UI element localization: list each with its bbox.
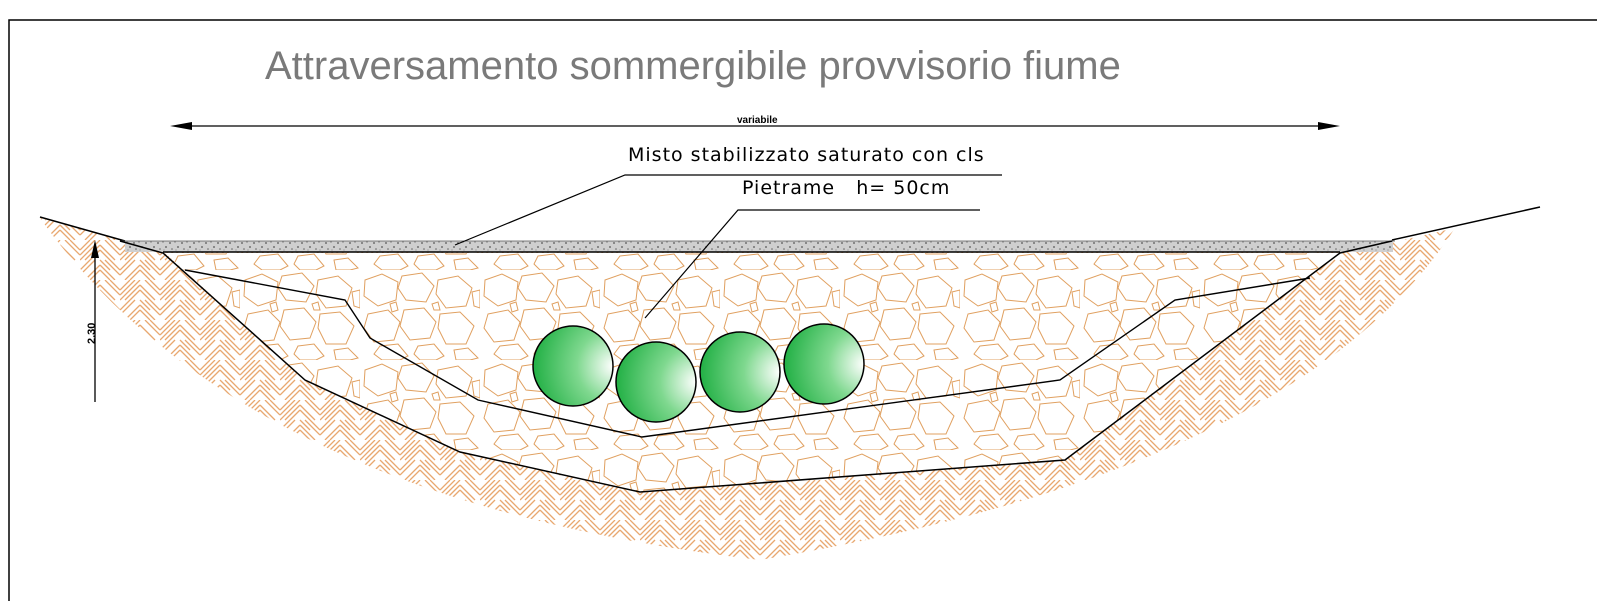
pipe-2 <box>615 341 697 423</box>
excavation-outer-line <box>119 240 1393 493</box>
stone-layer-callout: Pietrame h= 50cm <box>644 177 980 319</box>
pipe-bed-line <box>184 269 1311 438</box>
top-layer-leader <box>454 174 1002 246</box>
width-arrow-right <box>1318 122 1340 130</box>
pipe-3 <box>699 331 781 413</box>
ground-line-right <box>1391 206 1541 241</box>
depth-dimension: 2.30 <box>86 240 99 402</box>
drawing-frame <box>8 19 1597 601</box>
gravel-top-layer <box>125 241 1393 252</box>
ground-line-left <box>39 216 126 242</box>
width-arrow-left <box>170 122 192 130</box>
width-dimension: variabile <box>170 115 1340 130</box>
depth-dimension-label: 2.30 <box>86 323 98 344</box>
stone-layer-leader <box>644 209 980 319</box>
width-dimension-label: variabile <box>737 115 778 126</box>
drawing-title: Attraversamento sommergibile provvisorio… <box>265 44 1121 88</box>
depth-arrow-top <box>91 240 99 258</box>
pipe-4 <box>783 323 865 405</box>
stone-layer-label: Pietrame h= 50cm <box>742 177 950 199</box>
pipe-1 <box>532 325 614 407</box>
top-layer-label: Misto stabilizzato saturato con cls <box>628 144 985 166</box>
top-layer-callout: Misto stabilizzato saturato con cls <box>454 144 1002 246</box>
pipes-group <box>532 323 865 423</box>
